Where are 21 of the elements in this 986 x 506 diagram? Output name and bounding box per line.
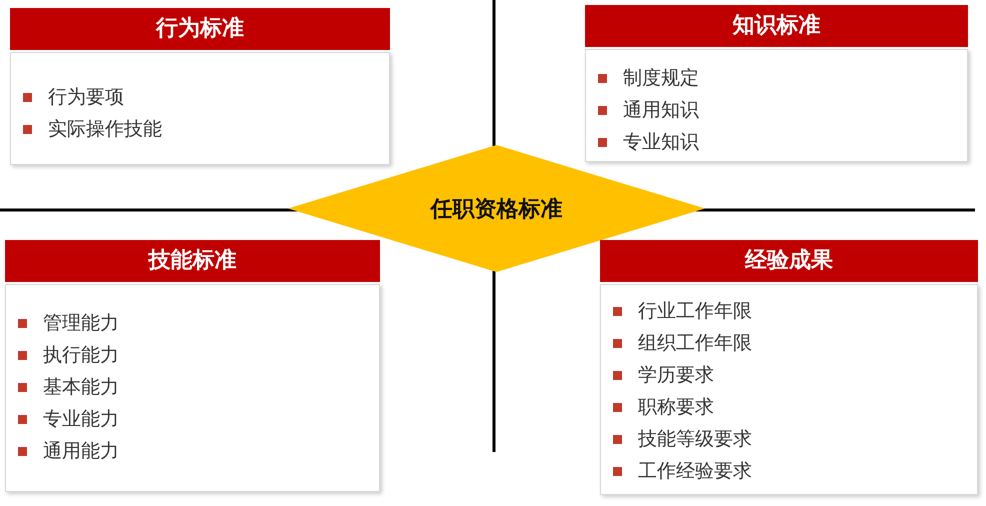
list-item: 工作经验要求 <box>638 459 752 484</box>
section-header: 经验成果 <box>600 240 978 282</box>
list-item: 制度规定 <box>623 66 699 91</box>
list-item: 行业工作年限 <box>638 299 752 324</box>
list-item: 实际操作技能 <box>48 117 162 142</box>
list-item: 通用能力 <box>43 439 119 464</box>
list-item: 技能等级要求 <box>638 427 752 452</box>
list-item: 执行能力 <box>43 343 119 368</box>
list-item: 专业能力 <box>43 407 119 432</box>
list-item: 管理能力 <box>43 311 119 336</box>
list-item: 职称要求 <box>638 395 714 420</box>
list-item: 组织工作年限 <box>638 331 752 356</box>
list-item: 行为要项 <box>48 85 124 110</box>
section-header: 知识标准 <box>585 5 968 47</box>
list-item: 通用知识 <box>623 98 699 123</box>
section-header: 技能标准 <box>5 240 380 282</box>
section-header: 行为标准 <box>10 8 390 50</box>
list-item: 基本能力 <box>43 375 119 400</box>
list-item: 学历要求 <box>638 363 714 388</box>
list-item: 专业知识 <box>623 130 699 155</box>
diamond-label: 任职资格标准 <box>430 196 562 224</box>
